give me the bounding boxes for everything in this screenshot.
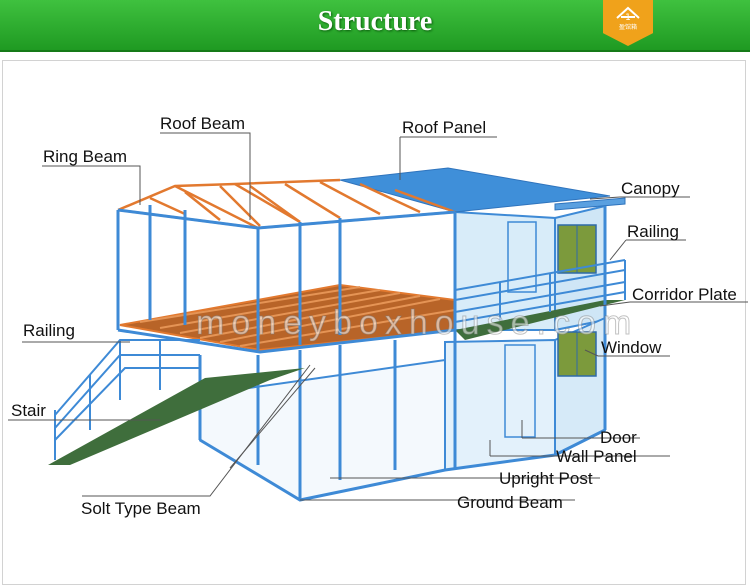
- label-ground-beam: Ground Beam: [457, 493, 563, 512]
- canopy: [554, 197, 626, 211]
- door-upper: [507, 221, 537, 293]
- label-railing-left: Railing: [23, 321, 75, 340]
- diagram-frame: [2, 60, 746, 585]
- label-door: Door: [600, 428, 637, 447]
- corridor-railing: [454, 259, 626, 323]
- blue-frame: [116, 205, 607, 502]
- wall-panel-lower-front: [444, 338, 556, 472]
- label-canopy: Canopy: [621, 179, 680, 198]
- logo-text: 盈馆箱: [618, 25, 637, 31]
- label-ring-beam: Ring Beam: [43, 147, 128, 166]
- watermark: moneyboxhouse.com: [195, 304, 639, 343]
- door-lower: [504, 344, 536, 438]
- roof-panel: [339, 167, 611, 213]
- label-wall-panel: Wall Panel: [556, 447, 637, 466]
- label-upright-post: Upright Post: [499, 469, 593, 488]
- label-stair: Stair: [11, 401, 46, 420]
- label-window: Window: [601, 338, 662, 357]
- label-roof-panel: Roof Panel: [402, 118, 487, 137]
- header-banner: Structure 1 盈馆箱: [0, 0, 750, 52]
- label-solt-type-beam: Solt Type Beam: [81, 499, 201, 518]
- corridor-plate: [455, 300, 625, 340]
- stair-railing: [54, 339, 200, 460]
- leader-lines: [8, 132, 748, 501]
- label-corridor-plate: Corridor Plate: [632, 285, 737, 304]
- stair: [48, 368, 305, 465]
- label-roof-beam: Roof Beam: [160, 114, 246, 133]
- page-title: Structure: [317, 6, 433, 37]
- house-logo-icon: 1: [616, 6, 640, 23]
- svg-text:1: 1: [625, 13, 631, 23]
- label-railing-right: Railing: [627, 222, 679, 241]
